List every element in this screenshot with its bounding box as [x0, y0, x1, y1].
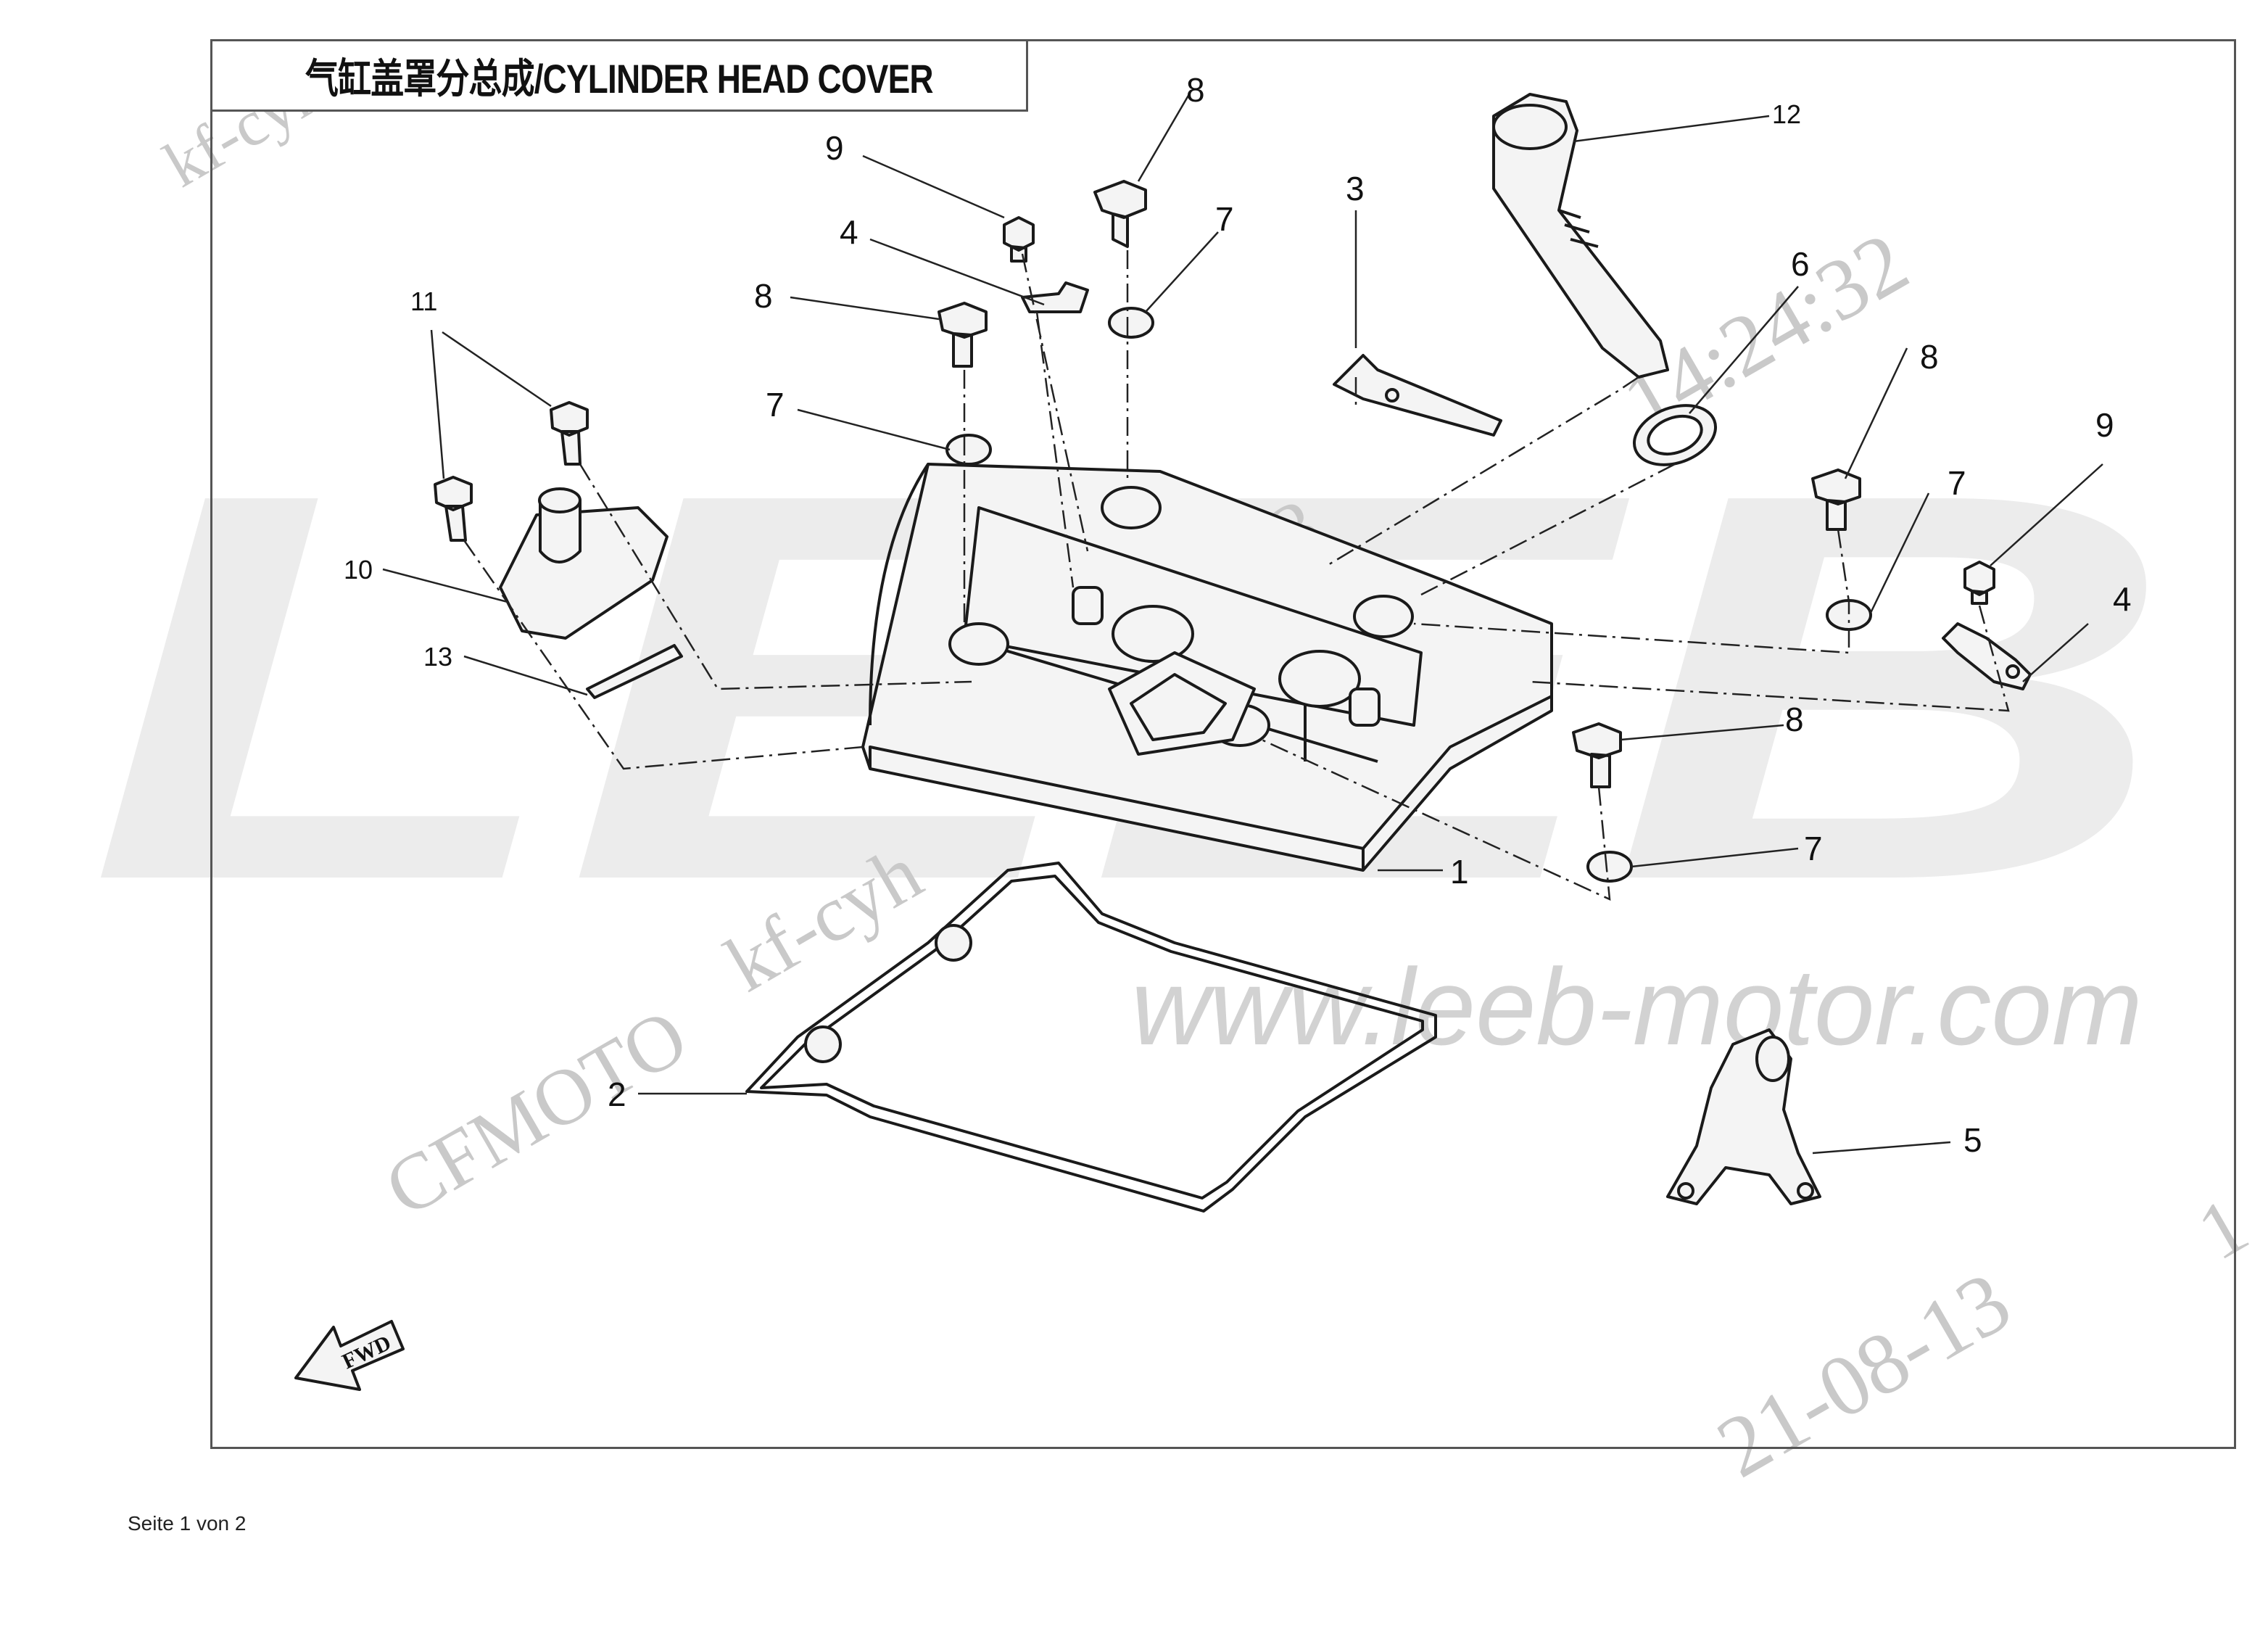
- callout-5: 5: [1963, 1121, 1982, 1159]
- part-4-bracket-left: [1021, 281, 1089, 313]
- leader-lines: [382, 94, 2103, 1155]
- callout-8-right: 8: [1920, 338, 1939, 376]
- part-3-strip: [1333, 354, 1502, 437]
- callout-9-left: 9: [825, 129, 844, 167]
- callout-7-left: 7: [766, 386, 785, 424]
- title-box: 气缸盖罩分总成/CYLINDER HEAD COVER: [210, 39, 1028, 112]
- part-6-seal: [1632, 404, 1718, 466]
- callout-8-top: 8: [1186, 71, 1205, 109]
- callout-12: 12: [1772, 99, 1801, 129]
- callout-2: 2: [608, 1076, 626, 1113]
- part-1-head-cover: [861, 463, 1553, 872]
- callout-3: 3: [1346, 170, 1365, 207]
- callout-8-bottom: 8: [1785, 701, 1804, 738]
- watermark-website: www.leeb-motor.com: [1131, 946, 2143, 1068]
- callout-6: 6: [1791, 245, 1810, 283]
- callout-numbers: 1 2 3 4 4 5 6 7 7 7 7 8 8 8 8 9 9 10 11 …: [344, 71, 2132, 1159]
- callout-10: 10: [344, 555, 373, 585]
- callout-7-bottom: 7: [1804, 830, 1823, 867]
- callout-4-left: 4: [840, 213, 858, 251]
- part-13-pin: [586, 644, 683, 699]
- callout-7-right: 7: [1948, 464, 1966, 502]
- callout-11: 11: [410, 286, 437, 316]
- part-8-bolts: [938, 180, 1861, 788]
- callout-7-top: 7: [1215, 200, 1234, 238]
- part-2-gasket: [745, 862, 1437, 1213]
- callout-4-right: 4: [2113, 580, 2132, 618]
- page-footer: Seite 1 von 2: [128, 1512, 247, 1535]
- part-5-hanger: [1666, 1028, 1821, 1205]
- part-12-ignition-coil: [1492, 93, 1669, 379]
- callout-9-right: 9: [2095, 406, 2114, 444]
- diagram-frame: [210, 39, 2236, 1449]
- callout-1: 1: [1450, 853, 1469, 891]
- callout-8-left: 8: [754, 277, 773, 315]
- part-10-breather-cover: [499, 487, 669, 640]
- part-9-bolts: [1003, 216, 1995, 605]
- assembly-lines: [463, 250, 2010, 901]
- callout-13: 13: [423, 642, 452, 672]
- page-title: 气缸盖罩分总成/CYLINDER HEAD COVER: [305, 55, 934, 102]
